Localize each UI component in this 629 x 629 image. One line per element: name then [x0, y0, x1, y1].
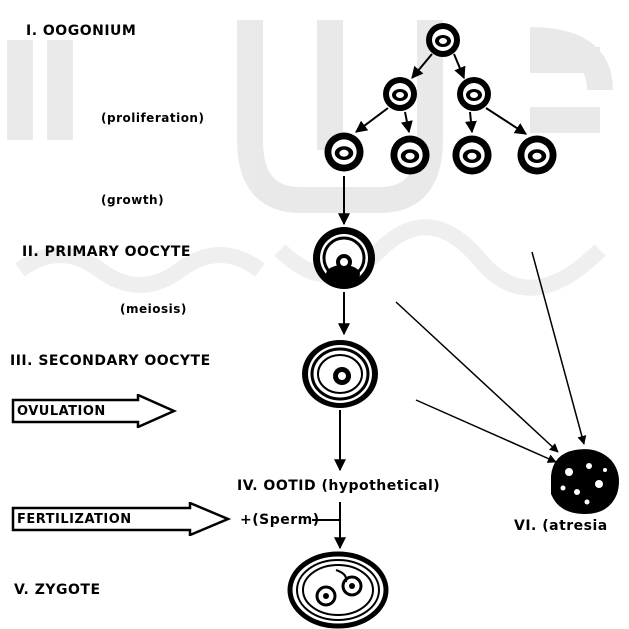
fertilization-label: FERTILIZATION — [17, 511, 132, 527]
secondary-oocyte-label: III. SECONDARY OOCYTE — [10, 353, 211, 369]
ovulation-arrow-shape — [11, 394, 178, 428]
fertilization-arrow-shape — [11, 502, 232, 536]
fertilization-arrow: FERTILIZATION — [10, 502, 232, 536]
proliferation-arrow-right — [453, 53, 466, 80]
ovulation-arrow: OVULATION — [10, 394, 178, 428]
ootid-label: IV. OOTID (hypothetical) — [237, 478, 441, 494]
primary-oocyte-cell — [313, 227, 375, 289]
oogonium-cell — [426, 23, 460, 57]
secondary-oocyte-cell — [302, 340, 378, 408]
zygote-cell — [287, 551, 389, 629]
meiosis-label: (meiosis) — [120, 302, 187, 316]
growing-cell-3 — [452, 135, 492, 175]
growing-cell-4 — [517, 135, 557, 175]
atresia-arrow-from-secondary — [415, 399, 557, 463]
oogonium-label: I. OOGONIUM — [26, 23, 137, 39]
growing-cell-1 — [324, 132, 364, 172]
atresia-label: VI. (atresia — [514, 518, 608, 534]
proliferation-arrow-left — [411, 53, 433, 79]
atresia-cell — [551, 449, 619, 514]
atresia-arrow-from-primary — [395, 301, 559, 453]
oogonium-cell-right — [457, 77, 491, 111]
growth-label: (growth) — [101, 193, 165, 207]
oogonium-cell-left — [383, 77, 417, 111]
proliferation-label: (proliferation) — [101, 111, 205, 125]
growing-cell-2 — [390, 135, 430, 175]
sperm-label: +(Sperm) — [240, 512, 320, 528]
zygote-label: V. ZYGOTE — [14, 582, 101, 598]
primary-oocyte-label: II. PRIMARY OOCYTE — [22, 244, 191, 260]
ovulation-label: OVULATION — [17, 403, 106, 419]
atresia-arrow-from-growth — [531, 251, 587, 445]
